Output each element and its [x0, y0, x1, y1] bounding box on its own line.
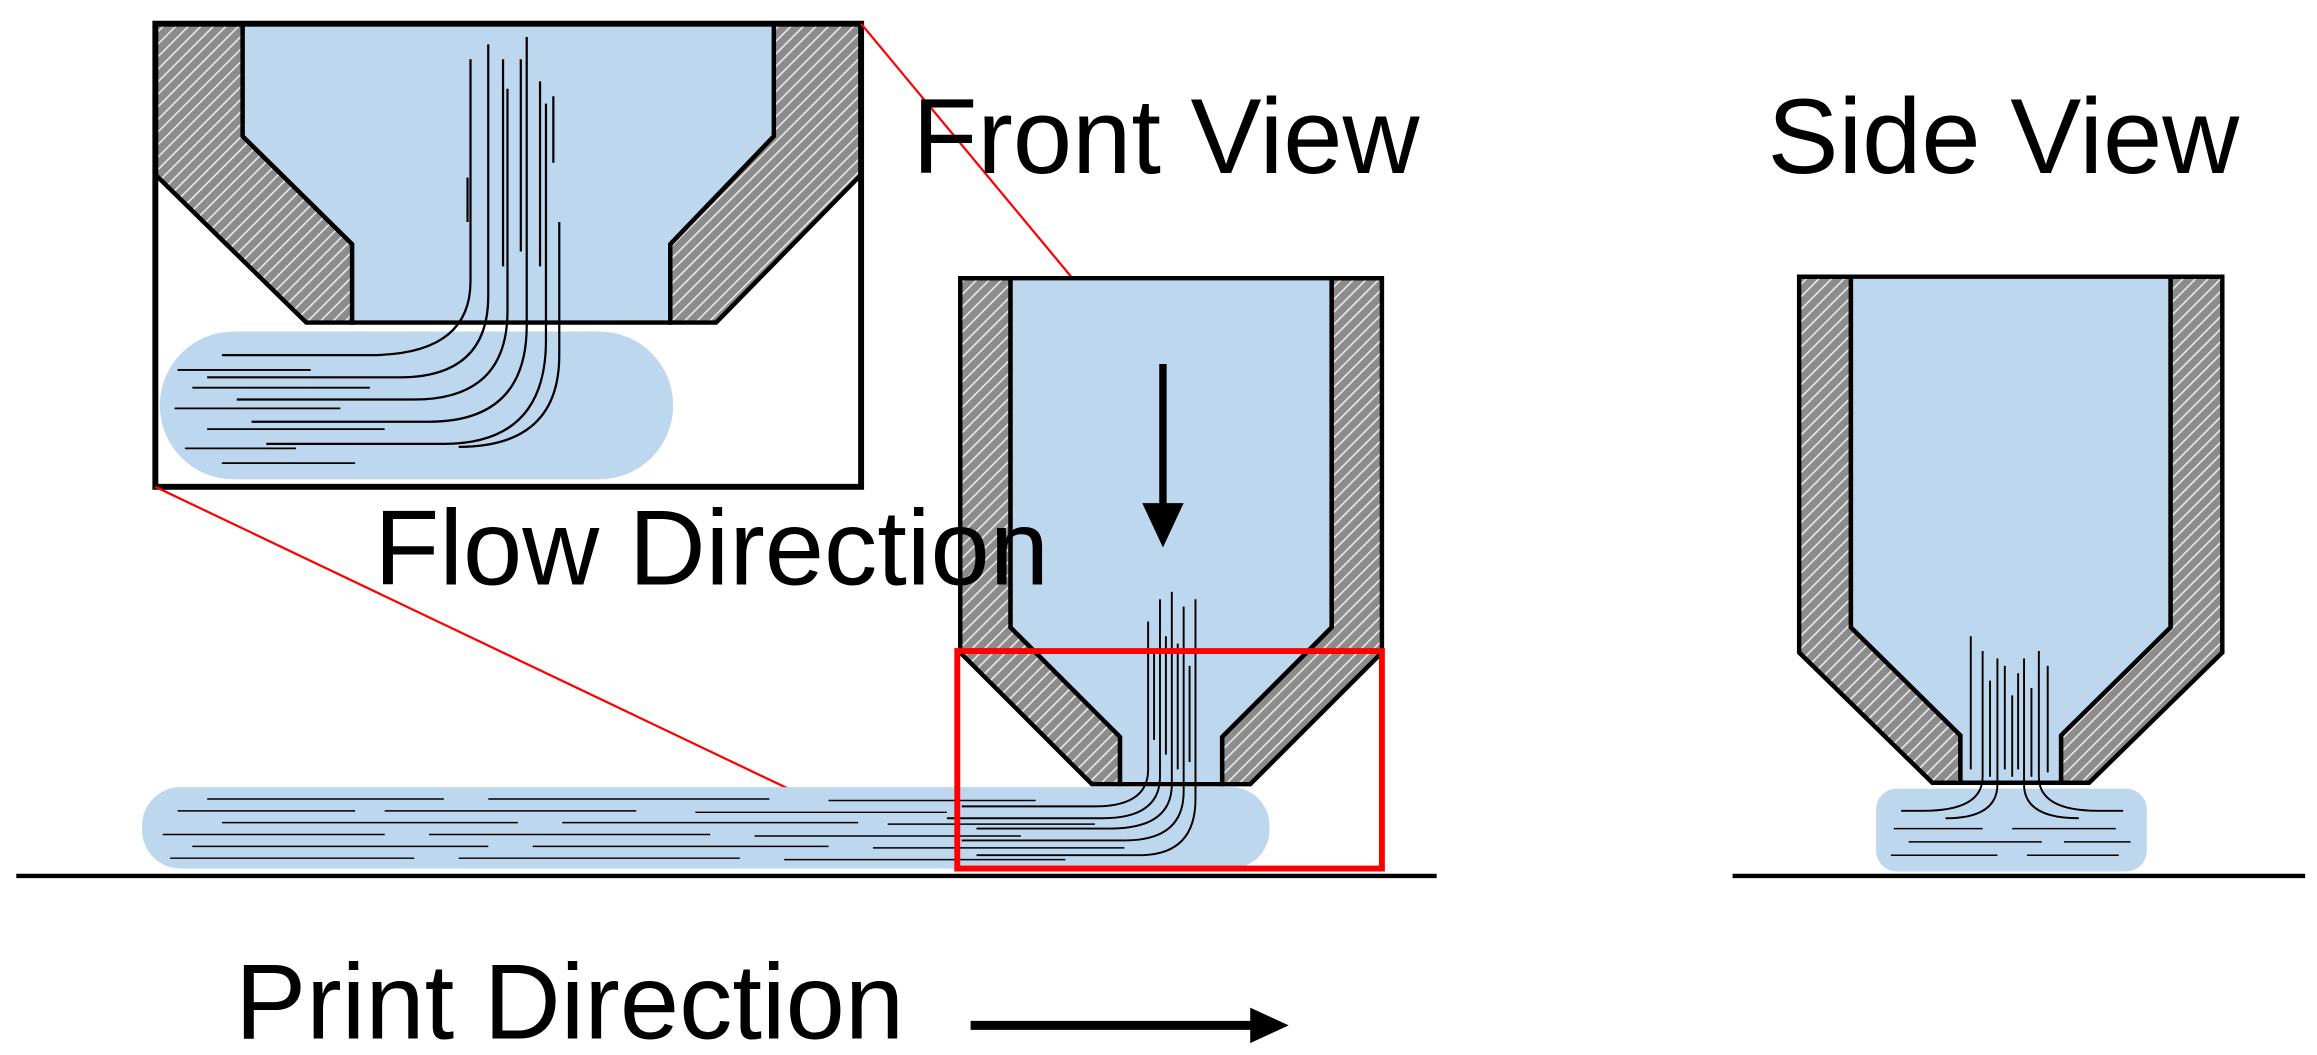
side-fluid: [1850, 276, 2171, 783]
print-arrow-icon: [1250, 1007, 1289, 1044]
front-fluid: [1010, 278, 1332, 785]
zoom-highlight-box: [954, 648, 1385, 872]
inset-bead: [159, 331, 674, 480]
flow-arrow-icon: [1142, 503, 1184, 548]
side-view-label: Side View: [1767, 77, 2240, 196]
inset-streamlines: [207, 37, 561, 448]
front-streamlines: [946, 591, 1197, 857]
side-bead: [1876, 788, 2147, 872]
zoom-inset: [152, 20, 865, 490]
bead-streaks: [162, 798, 1125, 861]
side-streamlines: [1901, 636, 2124, 820]
inset-frame: [152, 20, 865, 490]
side-view: [1732, 274, 2306, 879]
flow-direction-label: Flow Direction: [374, 488, 1049, 607]
print-direction-label: Print Direction: [235, 943, 904, 1055]
front-view-label: Front View: [912, 77, 1420, 196]
front-view: [16, 275, 1437, 879]
